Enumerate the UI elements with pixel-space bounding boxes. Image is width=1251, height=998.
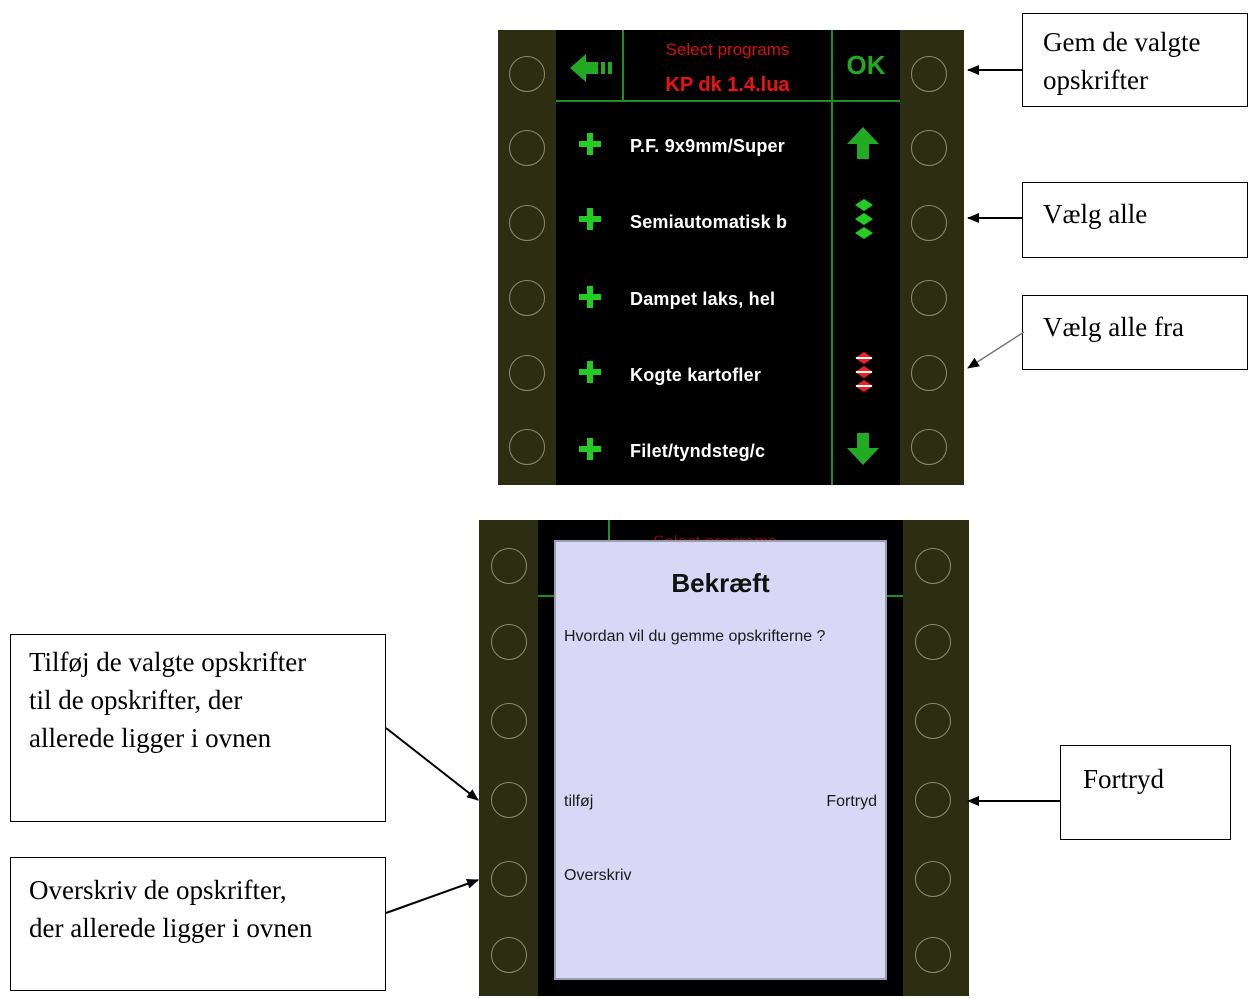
left-button-3[interactable] [509,205,545,241]
header-right-divider [831,30,833,100]
icon-column-divider [831,102,833,485]
right-button-4[interactable] [911,280,947,316]
right-button-2-3[interactable] [915,703,951,739]
program-row-3[interactable]: Dampet laks, hel [630,289,776,309]
right-button-2-2[interactable] [915,624,951,660]
file-name: KP dk 1.4.lua [665,74,790,96]
arrow-down-icon[interactable] [846,432,880,466]
callout-select-all-line-1: Vælg alle [1043,199,1148,229]
callout-deselect-all-line-1: Vælg alle fra [1043,312,1184,342]
callout-save-line-2: opskrifter [1043,65,1148,95]
right-button-3[interactable] [911,205,947,241]
callout-overwrite-line-2: der allerede ligger i ovnen [29,913,313,943]
right-button-6[interactable] [911,429,947,465]
left-button-overskriv[interactable] [491,861,527,897]
left-button-1[interactable] [509,56,545,92]
program-row-5[interactable]: Filet/tyndsteg/c [630,441,766,461]
left-button-column-2 [479,520,538,996]
callout-select-all: Vælg alle [1022,182,1248,258]
left-button-2[interactable] [509,130,545,166]
left-button-2-2[interactable] [491,624,527,660]
left-button-4[interactable] [509,280,545,316]
program-selection-screen: Select programs KP dk 1.4.lua OK P.F. 9x… [498,30,964,485]
right-button-2-1[interactable] [915,548,951,584]
confirm-dialog-screen: Select programs Bekræft Hvordan vil du g… [479,520,969,996]
header-left-divider-2 [608,520,610,542]
callout-save: Gem de valgte opskrifter [1022,13,1248,107]
arrow-overwrite [385,879,479,914]
callout-add: Tilføj de valgte opskrifter til de opskr… [10,634,386,822]
program-row-2[interactable]: Semiautomatisk b [630,212,788,232]
add-program-4-icon[interactable] [578,360,602,384]
callout-add-line-1: Tilføj de valgte opskrifter [29,647,307,677]
add-program-5-icon[interactable] [578,437,602,461]
screen-title: Select programs [665,40,790,59]
arrow-up-icon[interactable] [846,126,880,160]
right-button-2[interactable] [911,130,947,166]
left-button-2-6[interactable] [491,937,527,973]
header-left-divider [622,30,624,100]
right-button-column-2 [903,520,969,996]
left-button-2-3[interactable] [491,703,527,739]
back-arrow-icon[interactable] [570,52,614,84]
overwrite-option[interactable]: Overskriv [564,867,632,884]
right-button-2-6[interactable] [915,937,951,973]
left-button-column [498,30,556,485]
add-program-2-icon[interactable] [578,207,602,231]
header-divider [556,100,900,102]
select-all-icon[interactable] [852,197,876,241]
callout-cancel: Fortryd [1060,745,1231,840]
callout-add-line-2: til de opskrifter, der [29,685,243,715]
callout-overwrite: Overskriv de opskrifter, der allerede li… [10,857,386,991]
dialog-title: Bekræft [671,568,770,598]
program-row-1[interactable]: P.F. 9x9mm/Super [630,136,785,156]
add-program-3-icon[interactable] [578,285,602,309]
right-button-fortryd[interactable] [915,782,951,818]
left-button-2-1[interactable] [491,548,527,584]
right-button-column [900,30,964,485]
deselect-all-icon[interactable] [852,350,876,394]
header-divider-left-stub [538,595,554,597]
add-option[interactable]: tilføj [564,793,594,810]
right-button-5[interactable] [911,355,947,391]
dialog-question: Hvordan vil du gemme opskrifterne ? [564,628,826,645]
callout-overwrite-line-1: Overskriv de opskrifter, [29,875,287,905]
left-button-tilfoej[interactable] [491,782,527,818]
callout-save-line-1: Gem de valgte [1043,27,1201,57]
header-divider-right-stub [887,595,903,597]
right-button-2-5[interactable] [915,861,951,897]
cancel-option[interactable]: Fortryd [826,793,877,810]
arrow-deselect-all [967,331,1025,369]
program-row-4[interactable]: Kogte kartofler [630,365,762,385]
add-program-1-icon[interactable] [578,132,602,156]
confirm-dialog: Bekræft Hvordan vil du gemme opskriftern… [554,540,887,980]
callout-cancel-line-1: Fortryd [1083,764,1164,794]
callout-add-line-3: allerede ligger i ovnen [29,723,272,753]
ok-button[interactable]: OK [846,50,886,80]
right-button-1[interactable] [911,56,947,92]
left-button-6[interactable] [509,429,545,465]
left-button-5[interactable] [509,355,545,391]
callout-deselect-all: Vælg alle fra [1022,295,1248,370]
arrow-add [385,727,479,801]
